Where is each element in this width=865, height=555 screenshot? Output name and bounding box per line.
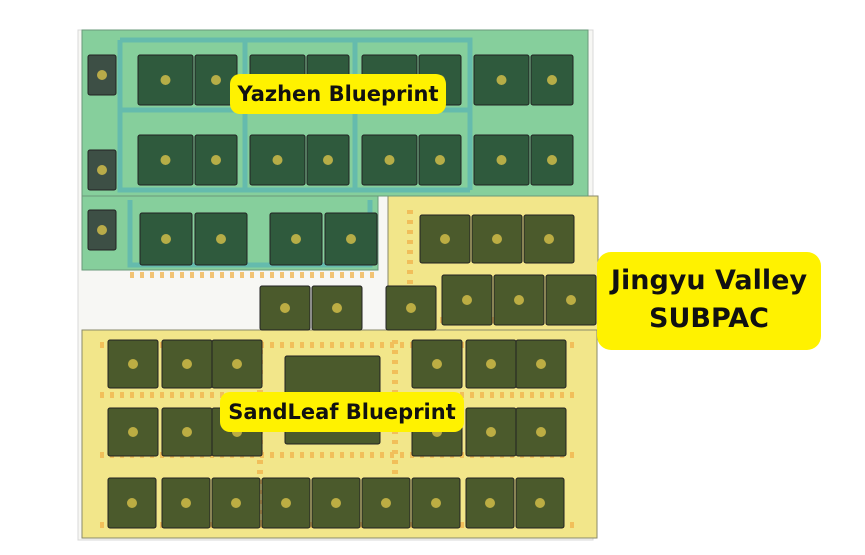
module-core-dot bbox=[566, 295, 576, 305]
module-core-dot bbox=[381, 498, 391, 508]
module-core-dot bbox=[496, 75, 507, 85]
jingyu-label-line1: Jingyu Valley bbox=[610, 265, 808, 296]
module-core-dot bbox=[384, 155, 395, 165]
jingyu-valley-subpac-label: Jingyu Valley SUBPAC bbox=[597, 252, 821, 350]
module-core-dot bbox=[514, 295, 524, 305]
module-core-dot bbox=[182, 359, 192, 369]
module-core-dot bbox=[281, 498, 291, 508]
module-core-dot bbox=[97, 225, 107, 235]
module-core-dot bbox=[211, 75, 221, 85]
module-core-dot bbox=[216, 234, 226, 244]
module-core-dot bbox=[492, 234, 502, 244]
module-core-dot bbox=[346, 234, 356, 244]
yazhen-blueprint-label: Yazhen Blueprint bbox=[230, 74, 446, 114]
module-core-dot bbox=[332, 303, 342, 313]
module-core-dot bbox=[432, 359, 442, 369]
module-core-dot bbox=[547, 75, 557, 85]
module-core-dot bbox=[496, 155, 507, 165]
module-core-dot bbox=[547, 155, 557, 165]
module-core-dot bbox=[280, 303, 290, 313]
sandleaf-blueprint-label: SandLeaf Blueprint bbox=[220, 392, 464, 432]
module-core-dot bbox=[181, 498, 191, 508]
module-core-dot bbox=[440, 234, 450, 244]
module-core-dot bbox=[291, 234, 301, 244]
module-core-dot bbox=[160, 75, 171, 85]
module-core-dot bbox=[128, 427, 138, 437]
module-core-dot bbox=[232, 359, 242, 369]
module-layer bbox=[87, 54, 597, 529]
module-core-dot bbox=[323, 155, 333, 165]
module-core-dot bbox=[128, 359, 138, 369]
module-core-dot bbox=[536, 359, 546, 369]
module-core-dot bbox=[431, 498, 441, 508]
module-core-dot bbox=[182, 427, 192, 437]
module-core-dot bbox=[161, 234, 171, 244]
module-core-dot bbox=[406, 303, 416, 313]
module-core-dot bbox=[462, 295, 472, 305]
module-core-dot bbox=[97, 70, 107, 80]
module-core-dot bbox=[160, 155, 171, 165]
module-core-dot bbox=[127, 498, 137, 508]
module-core-dot bbox=[485, 498, 495, 508]
module-core-dot bbox=[97, 165, 107, 175]
module-core-dot bbox=[486, 427, 496, 437]
module-core-dot bbox=[435, 155, 445, 165]
module-core-dot bbox=[231, 498, 241, 508]
pipe-network bbox=[117, 37, 473, 268]
module-core-dot bbox=[535, 498, 545, 508]
module-core-dot bbox=[211, 155, 221, 165]
module-core-dot bbox=[272, 155, 283, 165]
module-core-dot bbox=[331, 498, 341, 508]
jingyu-label-line2: SUBPAC bbox=[649, 303, 769, 334]
module-core-dot bbox=[544, 234, 554, 244]
module-core-dot bbox=[486, 359, 496, 369]
module-core-dot bbox=[536, 427, 546, 437]
